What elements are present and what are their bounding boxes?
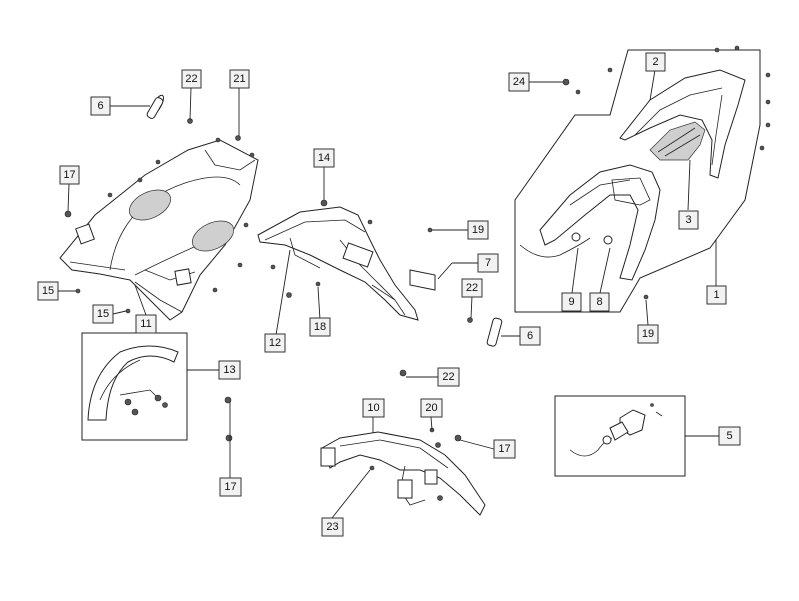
callout-1: 1	[706, 285, 727, 305]
rear-subframe-part	[224, 227, 486, 516]
svg-text:22: 22	[442, 371, 454, 383]
svg-text:24: 24	[513, 76, 525, 88]
callout-24: 24	[508, 72, 530, 92]
callout-20: 20	[420, 398, 443, 418]
svg-text:12: 12	[269, 337, 281, 349]
front-fender-box	[81, 332, 188, 441]
svg-text:22: 22	[466, 282, 478, 294]
rear-cowl-frame-part	[519, 164, 661, 281]
callout-10: 10	[362, 398, 385, 418]
svg-text:17: 17	[63, 169, 75, 181]
callout-15-lower: 15	[92, 304, 114, 324]
svg-text:19: 19	[472, 224, 484, 236]
svg-text:2: 2	[652, 56, 658, 68]
callout-17-lower: 17	[219, 477, 242, 497]
callout-19-center: 19	[467, 220, 489, 240]
svg-text:22: 22	[185, 73, 197, 85]
svg-text:19: 19	[642, 328, 654, 340]
tail-lens-part	[649, 121, 706, 161]
plate-bracket-part	[409, 269, 436, 291]
svg-text:20: 20	[425, 402, 437, 414]
callout-13: 13	[218, 360, 241, 380]
callout-12: 12	[264, 333, 286, 353]
callout-8: 8	[589, 292, 610, 312]
svg-text:18: 18	[314, 321, 326, 333]
callout-21: 21	[229, 69, 250, 89]
reflector-part-right	[486, 317, 503, 347]
screw-set-right	[562, 45, 771, 300]
callout-17-right: 17	[493, 439, 516, 459]
svg-text:17: 17	[224, 481, 236, 493]
callout-22-center: 22	[461, 278, 483, 298]
svg-text:17: 17	[498, 443, 510, 455]
svg-text:6: 6	[97, 100, 103, 112]
svg-text:11: 11	[140, 318, 151, 330]
svg-text:6: 6	[527, 330, 533, 342]
callout-14: 14	[313, 148, 335, 168]
callout-7: 7	[477, 253, 499, 273]
svg-text:10: 10	[367, 402, 379, 414]
callout-3: 3	[678, 210, 699, 230]
svg-text:9: 9	[568, 296, 574, 308]
callout-22-top: 22	[181, 69, 202, 89]
svg-text:1: 1	[713, 289, 719, 301]
svg-text:15: 15	[42, 285, 54, 297]
leader-lines	[58, 69, 719, 519]
rear-inner-fender-part	[59, 139, 259, 321]
callout-6-right: 6	[519, 326, 541, 346]
callout-15-left: 15	[37, 281, 59, 301]
svg-text:23: 23	[326, 521, 338, 533]
tail-cowl-part	[619, 69, 746, 179]
callout-17-left: 17	[59, 165, 80, 185]
callout-19-right: 19	[637, 324, 659, 344]
svg-text:14: 14	[318, 152, 330, 164]
svg-text:7: 7	[485, 257, 491, 269]
callout-23: 23	[321, 517, 344, 537]
callout-9: 9	[561, 292, 582, 312]
svg-text:3: 3	[685, 214, 691, 226]
callout-22-lower: 22	[437, 367, 460, 387]
svg-text:8: 8	[596, 296, 602, 308]
callout-11: 11	[135, 314, 157, 334]
callout-5: 5	[718, 426, 741, 446]
reflector-part-left	[146, 97, 164, 119]
svg-text:5: 5	[726, 430, 732, 442]
rear-fender-part	[257, 199, 419, 321]
callout-18: 18	[309, 317, 331, 337]
rear-cowl-box	[514, 49, 761, 313]
callout-2: 2	[645, 52, 666, 72]
callout-6-left: 6	[90, 96, 111, 116]
svg-text:15: 15	[97, 308, 109, 320]
light-assembly-box	[554, 395, 686, 477]
svg-text:21: 21	[233, 73, 245, 85]
svg-text:13: 13	[223, 364, 235, 376]
